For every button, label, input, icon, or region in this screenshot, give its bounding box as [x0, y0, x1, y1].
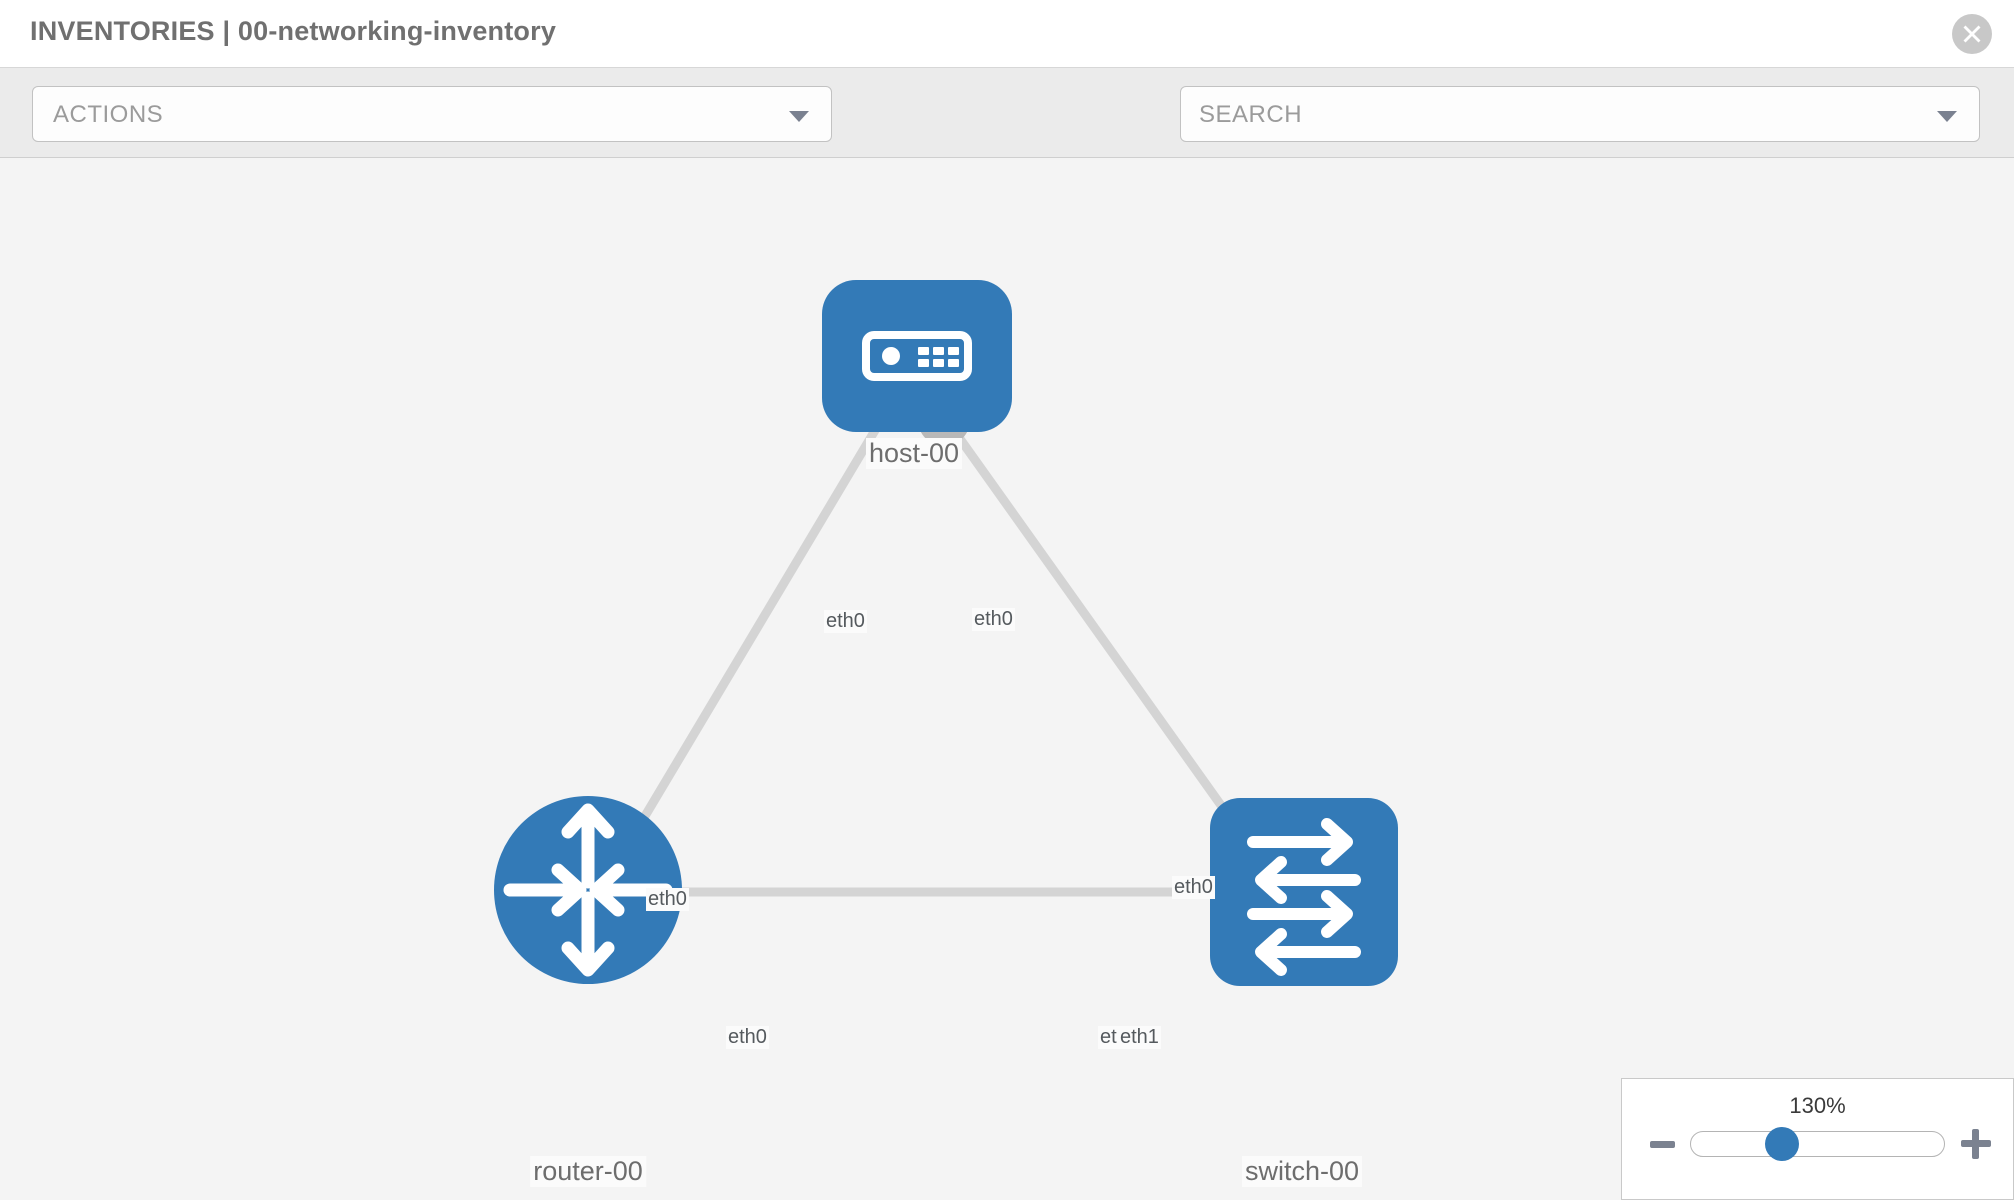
node-router-00[interactable] [494, 796, 682, 984]
zoom-in-button[interactable] [1961, 1129, 1991, 1159]
actions-dropdown-label: ACTIONS [53, 101, 164, 128]
zoom-slider-thumb[interactable] [1765, 1127, 1799, 1161]
toolbar: ACTIONS SEARCH [0, 68, 2014, 198]
zoom-control-panel: 130% [1621, 1078, 2014, 1200]
edge-interface-label: eth1 [1118, 1026, 1161, 1049]
topology-canvas[interactable]: host-00 router-00 switch-00 eth0 eth0 et… [0, 158, 2014, 1200]
zoom-level-value: 130% [1789, 1093, 1846, 1118]
edge-host00-switch00 [944, 419, 1254, 849]
chevron-down-icon [789, 111, 809, 122]
page-title: INVENTORIES | 00-networking-inventory [30, 16, 557, 46]
topology-edges [616, 419, 1254, 897]
edge-host00-router00 [616, 419, 884, 861]
node-host-00[interactable] [822, 280, 1012, 432]
node-label-host-00: host-00 [865, 438, 963, 469]
search-input[interactable]: SEARCH [1180, 86, 1980, 142]
edge-interface-label: eth0 [1172, 876, 1215, 899]
zoom-out-button[interactable] [1650, 1141, 1675, 1148]
title-bar: INVENTORIES | 00-networking-inventory [0, 0, 2014, 68]
edge-interface-label: eth0 [646, 888, 689, 911]
close-icon[interactable] [1952, 14, 1992, 54]
topology-graph [494, 280, 1398, 986]
search-chevron-down-icon[interactable] [1937, 111, 1957, 122]
actions-dropdown[interactable]: ACTIONS [32, 86, 832, 142]
edge-interface-label: eth0 [824, 610, 867, 633]
zoom-slider-track[interactable] [1690, 1131, 1945, 1157]
node-label-switch-00: switch-00 [1241, 1156, 1363, 1187]
topology-ports [574, 394, 1296, 918]
edge-interface-label: eth0 [726, 1026, 769, 1049]
search-placeholder: SEARCH [1199, 101, 1303, 128]
node-label-router-00: router-00 [530, 1156, 646, 1187]
edge-interface-label: eth0 [972, 608, 1015, 631]
node-switch-00[interactable] [1210, 798, 1398, 986]
